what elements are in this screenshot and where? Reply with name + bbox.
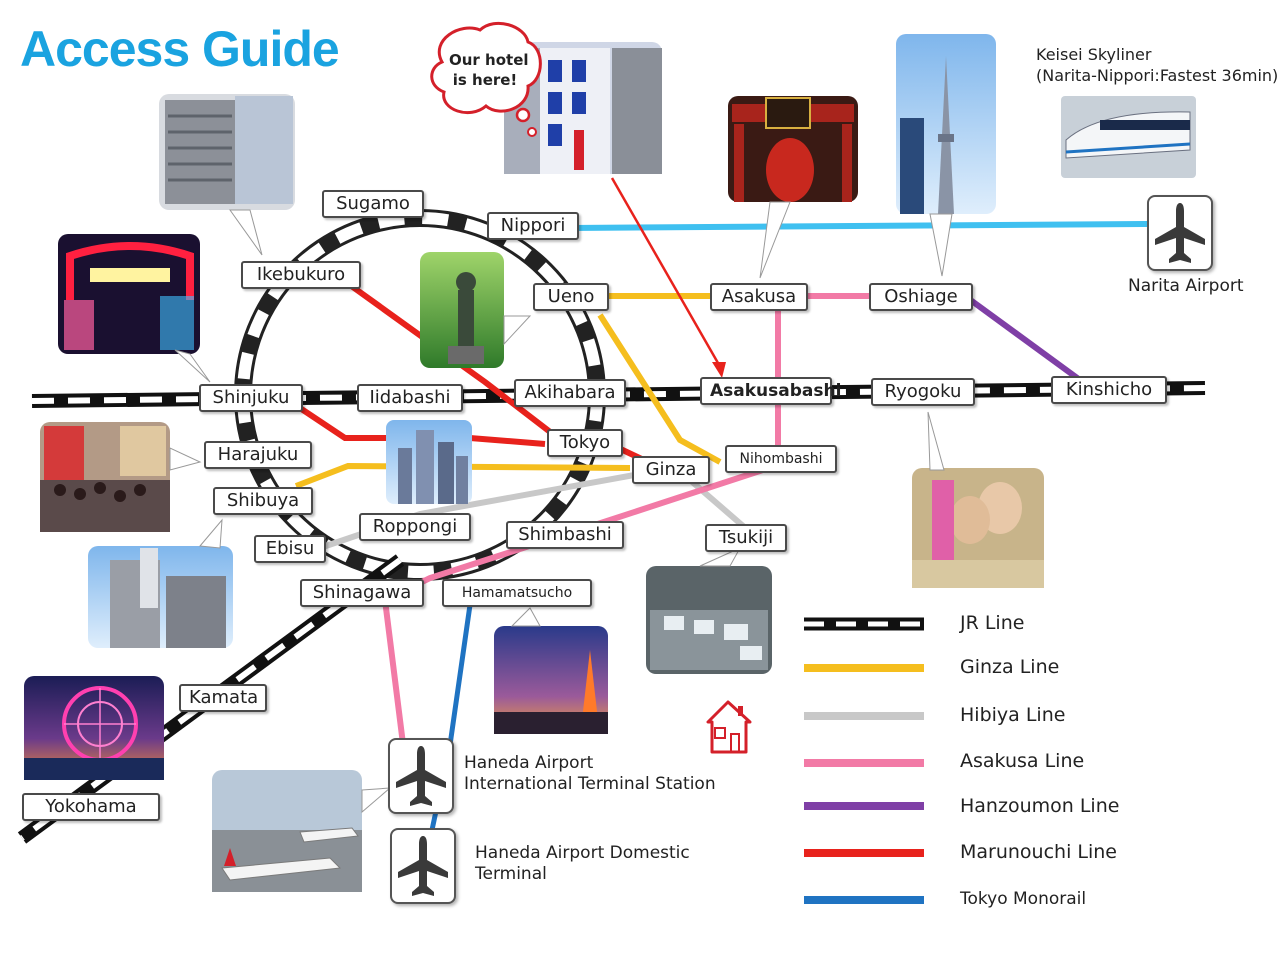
haneda-photo: [212, 770, 392, 892]
station-nihombashi[interactable]: Nihombashi: [725, 445, 837, 473]
shibuya-photo: [88, 518, 233, 648]
plane-icon: [398, 836, 448, 896]
station-ebisu[interactable]: Ebisu: [254, 535, 326, 563]
legend-jr-line: JR Line: [960, 612, 1025, 634]
haneda-dom-label: Haneda Airport Domestic Terminal: [475, 843, 690, 885]
station-harajuku[interactable]: Harajuku: [204, 441, 312, 469]
haneda-dom-line1: Haneda Airport Domestic: [475, 843, 690, 863]
haneda-intl-label: Haneda Airport International Terminal St…: [464, 753, 716, 795]
station-yokohama[interactable]: Yokohama: [22, 793, 160, 821]
station-ginza[interactable]: Ginza: [632, 456, 710, 484]
station-shinagawa[interactable]: Shinagawa: [300, 579, 424, 607]
ginza-line-east: [597, 313, 722, 465]
hotel-callout-bubble: [430, 21, 542, 137]
house-icon: [706, 700, 752, 754]
station-kamata[interactable]: Kamata: [179, 684, 267, 712]
station-shimbashi[interactable]: Shimbashi: [506, 521, 624, 549]
page-title: Access Guide: [20, 21, 340, 77]
station-sugamo[interactable]: Sugamo: [322, 190, 424, 218]
legend-tokyo-monorail: Tokyo Monorail: [960, 889, 1087, 909]
hotel-bubble-text: Our hotel is here!: [449, 50, 529, 90]
station-iidabashi[interactable]: Iidabashi: [357, 384, 463, 412]
station-hamamatsucho[interactable]: Hamamatsucho: [442, 579, 592, 607]
tsukiji-photo: [646, 546, 772, 674]
station-roppongi[interactable]: Roppongi: [359, 513, 471, 541]
ryogoku-sumo-photo: [912, 411, 1044, 588]
asakusa-line: [381, 308, 781, 761]
marunouchi-line-ikebukuro: [348, 282, 560, 441]
tokyo-tower-photo: [494, 607, 608, 734]
skytree-photo: [896, 34, 996, 277]
hotel-bubble-line2: is here!: [452, 71, 518, 89]
station-ikebukuro[interactable]: Ikebukuro: [241, 261, 361, 289]
haneda-intl-line1: Haneda Airport: [464, 753, 594, 773]
plane-icon: [396, 746, 446, 806]
station-ueno[interactable]: Ueno: [533, 283, 609, 311]
legend-marunouchi-line: Marunouchi Line: [960, 841, 1118, 863]
haneda-dom-line2: Terminal: [475, 864, 547, 884]
narita-airport-label: Narita Airport: [1128, 276, 1244, 296]
station-shibuya[interactable]: Shibuya: [213, 487, 313, 515]
yokohama-photo: [24, 676, 164, 780]
legend-swatches: [804, 617, 924, 904]
shinjuku-photo: [58, 234, 211, 383]
legend-asakusa-line: Asakusa Line: [960, 750, 1085, 772]
legend-hanzoumon-line: Hanzoumon Line: [960, 795, 1120, 817]
haneda-dom-icon-box[interactable]: [390, 828, 456, 904]
harajuku-photo: [40, 422, 202, 532]
asakusa-photo: [728, 96, 858, 279]
skyliner-title: Keisei Skyliner: [1036, 45, 1152, 64]
ikebukuro-photo: [159, 94, 295, 256]
hotel-bubble-line1: Our hotel: [449, 51, 529, 69]
hanzoumon-line: [963, 293, 1082, 383]
station-tsukiji[interactable]: Tsukiji: [705, 524, 787, 552]
haneda-intl-icon-box[interactable]: [388, 738, 454, 814]
station-oshiage[interactable]: Oshiage: [869, 283, 973, 311]
station-tokyo[interactable]: Tokyo: [547, 429, 623, 457]
station-nippori[interactable]: Nippori: [487, 212, 579, 240]
legend-hibiya-line: Hibiya Line: [960, 704, 1066, 726]
roppongi-photo: [386, 420, 472, 504]
legend-ginza-line: Ginza Line: [960, 656, 1060, 678]
hotel-arrow: [610, 177, 726, 378]
skyliner-info: Keisei Skyliner (Narita-Nippori:Fastest …: [1036, 44, 1278, 86]
skyliner-time: (Narita-Nippori:Fastest 36min): [1036, 66, 1279, 85]
hotel-photo: [504, 42, 662, 174]
station-akihabara[interactable]: Akihabara: [514, 379, 626, 407]
ueno-statue-photo: [420, 252, 532, 368]
station-asakusabashi[interactable]: Asakusabashi: [700, 377, 841, 405]
ginza-line: [294, 462, 631, 489]
skyliner-photo: [1061, 96, 1196, 178]
station-asakusa[interactable]: Asakusa: [710, 283, 808, 311]
station-ryogoku[interactable]: Ryogoku: [871, 378, 975, 406]
narita-airport-icon-box[interactable]: [1147, 195, 1213, 271]
keisei-skyliner-line: [569, 221, 1151, 231]
station-shinjuku[interactable]: Shinjuku: [199, 384, 303, 412]
station-kinshicho[interactable]: Kinshicho: [1051, 376, 1167, 404]
haneda-intl-line2: International Terminal Station: [464, 774, 716, 794]
plane-icon: [1155, 203, 1205, 263]
